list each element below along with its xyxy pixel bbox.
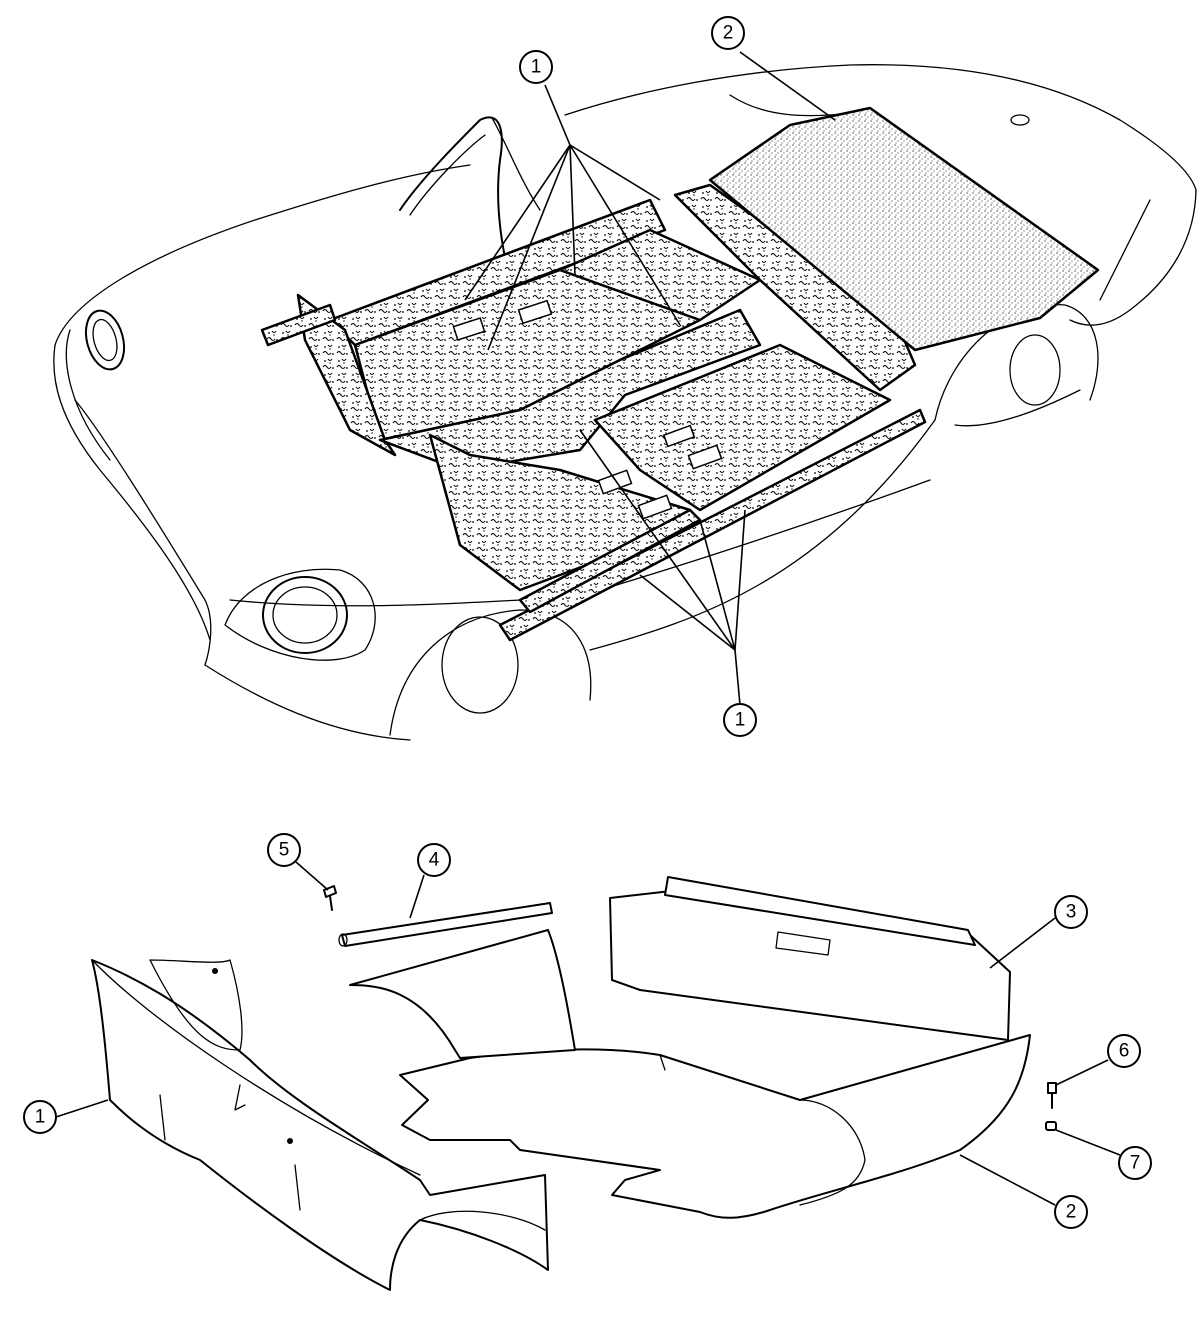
upper-leader-lines (464, 51, 836, 706)
callout-c5: 5 (267, 833, 301, 867)
callout-c4-label: 4 (429, 850, 440, 871)
callout-c4: 4 (417, 843, 451, 877)
part-5-screw (323, 885, 337, 911)
callout-c1: 1 (23, 1100, 57, 1134)
trunk-carpet-installed (708, 106, 1100, 352)
callout-c2-label: 2 (1066, 1202, 1077, 1223)
lower-leader-lines (55, 861, 1121, 1206)
part-3-rear-panel (349, 876, 1011, 1059)
callout-c3-label: 3 (1066, 902, 1077, 923)
callout-c2: 2 (1054, 1195, 1088, 1229)
part-1-front-carpet (91, 959, 549, 1291)
part-4-rod (338, 902, 553, 947)
part-2-floor-carpet (399, 1034, 1031, 1219)
callout-bottom-1-label: 1 (735, 710, 746, 731)
callout-c3: 3 (1054, 895, 1088, 929)
car-body-outline (53, 64, 1197, 741)
callout-top-1: 1 (519, 50, 553, 84)
callout-c5-label: 5 (279, 840, 290, 861)
part-7-washer (1045, 1121, 1057, 1131)
callout-c7-label: 7 (1130, 1153, 1141, 1174)
callout-top-1-label: 1 (531, 57, 542, 78)
carpet-set-installed (260, 183, 927, 642)
callout-c6-label: 6 (1119, 1041, 1130, 1062)
callout-c1-label: 1 (35, 1107, 46, 1128)
callout-bottom-1: 1 (723, 703, 757, 737)
callout-c6: 6 (1107, 1034, 1141, 1068)
callout-c7: 7 (1118, 1146, 1152, 1180)
callout-top-2: 2 (711, 16, 745, 50)
part-6-fastener (1047, 1082, 1057, 1109)
callout-top-2-label: 2 (723, 23, 734, 44)
